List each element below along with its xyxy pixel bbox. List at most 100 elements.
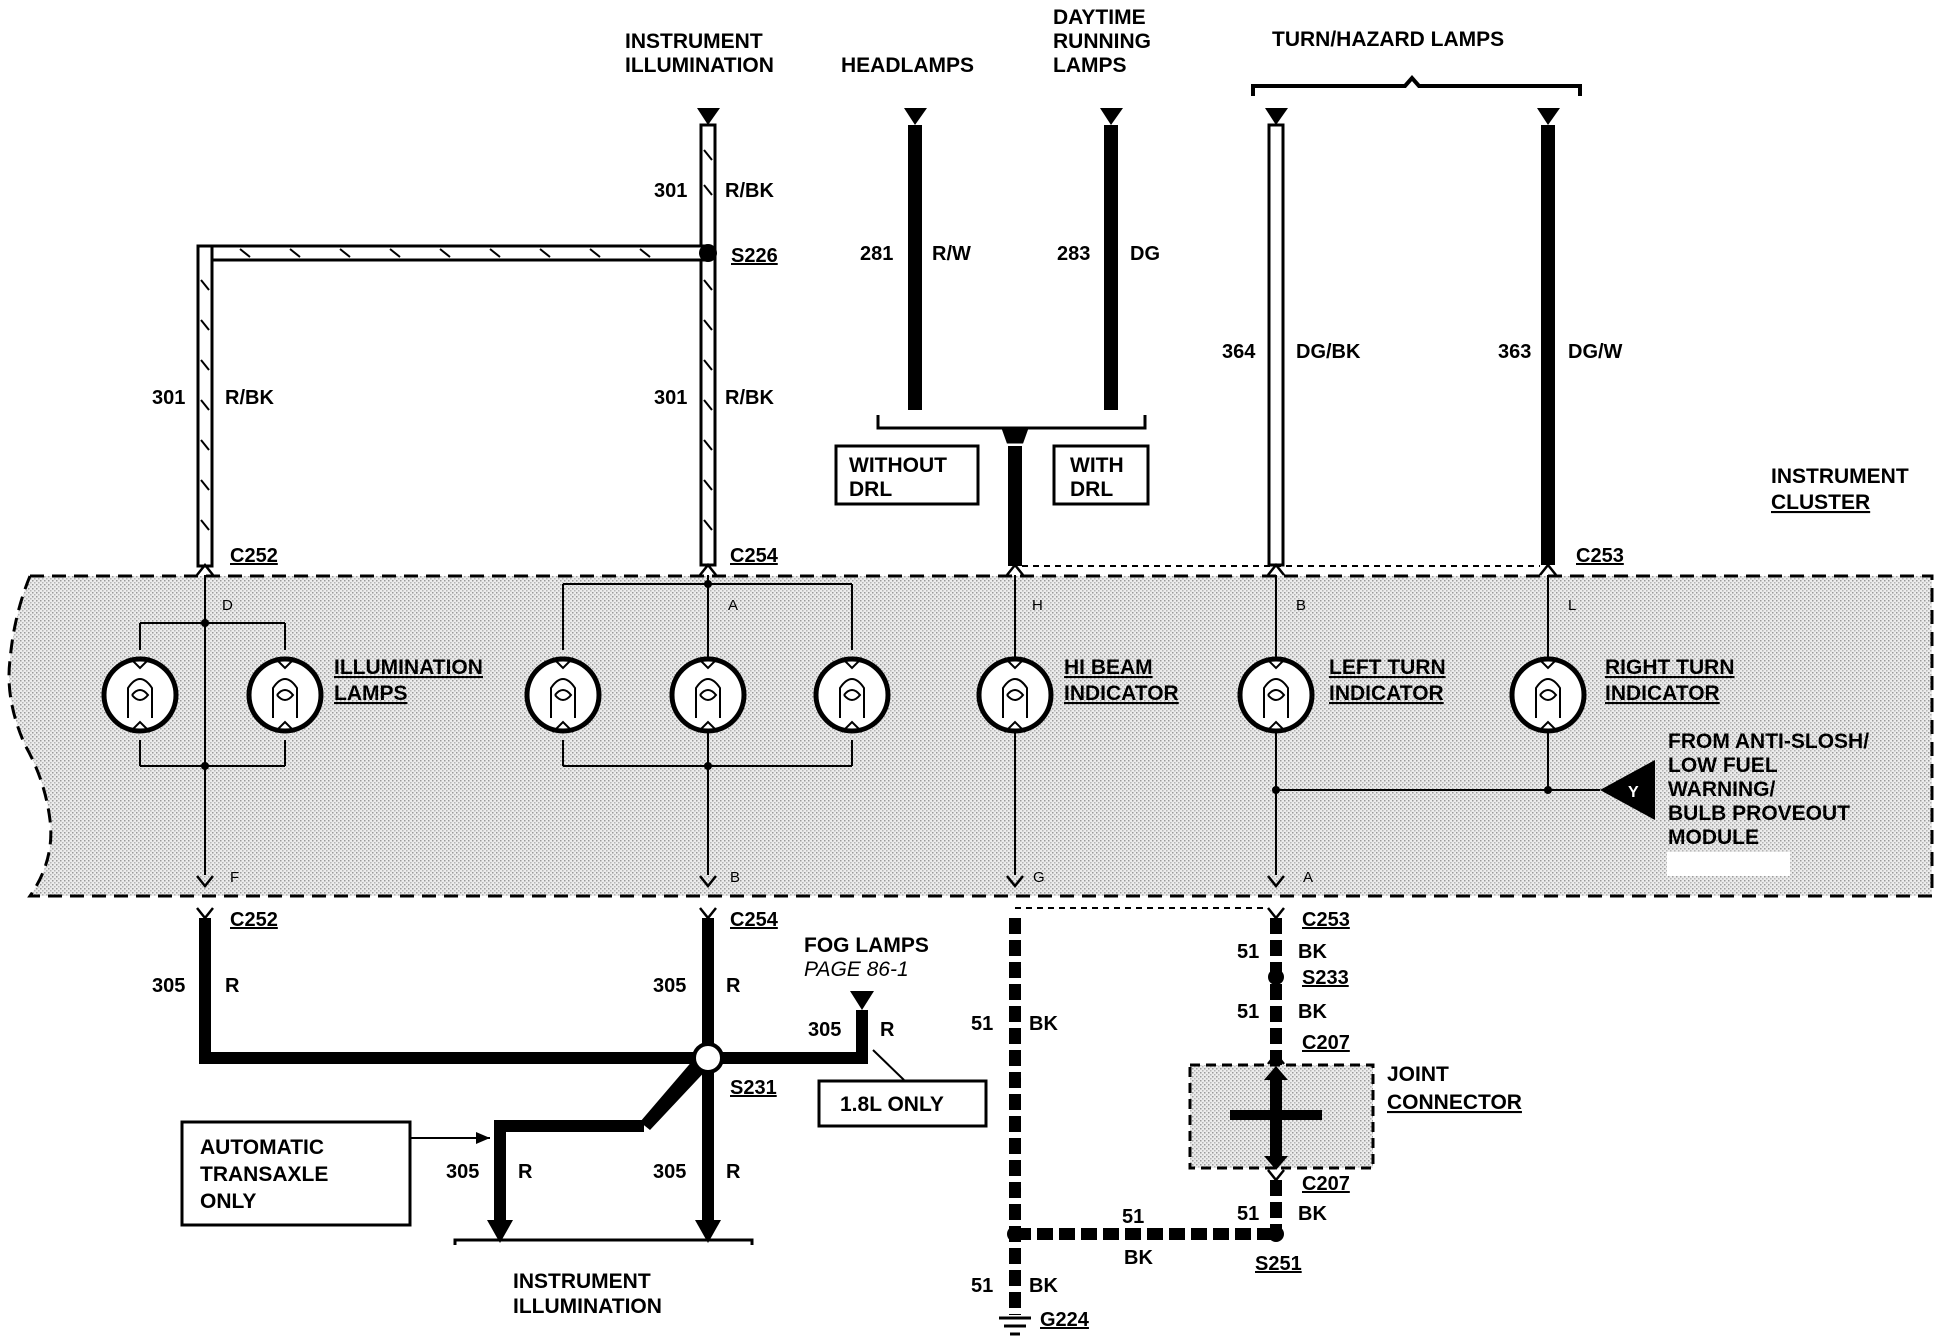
connector-label: C207 [1302,1032,1350,1054]
bulb-illum-4 [669,656,747,734]
wire-num: 281 [860,243,893,265]
wire-color: R/BK [225,387,274,409]
wire-num: 301 [654,180,687,202]
c207-arrows [1267,1051,1285,1183]
module-text-3: WARNING/ [1668,778,1775,801]
module-text-4: BULB PROVEOUT [1668,802,1850,825]
box-with-drl-2: DRL [1070,478,1113,501]
wire-364 [1265,108,1288,567]
wire-color: BK [1298,1203,1327,1225]
box-auto-2: TRANSAXLE [200,1163,328,1186]
box-without-drl-2: DRL [849,478,892,501]
box-without-drl-1: WITHOUT [849,454,947,477]
wire-color: BK [1298,941,1327,963]
wire-num: 51 [1237,1203,1259,1225]
fog-label-1: FOG LAMPS [804,934,929,957]
pin-label: L [1568,597,1576,614]
wire-num: 305 [446,1161,479,1183]
wire-hibeam-feed [1008,446,1022,566]
wire-color: R [880,1019,895,1041]
wire-num: 283 [1057,243,1090,265]
leader-18l [872,1049,905,1081]
wire-color: R [726,1161,741,1183]
joint-label-2: CONNECTOR [1387,1091,1522,1114]
pin-label: A [1303,869,1313,886]
ground-g224 [999,1316,1031,1336]
connector-label: C252 [230,909,278,931]
header-instrument-illum-2: ILLUMINATION [625,54,774,77]
wire-num: 363 [1498,341,1531,363]
splice-label: S231 [730,1077,777,1099]
pin-label: F [230,869,239,886]
wire-num: 305 [152,975,185,997]
wire-num: 301 [152,387,185,409]
wire-num: 301 [654,387,687,409]
pin-label: B [730,869,740,886]
bulb-illum-2 [246,656,324,734]
wire-num: 51 [1237,1001,1259,1023]
connector-label: C253 [1576,545,1624,567]
wire-color: DG/BK [1296,341,1361,363]
connector-label: C252 [230,545,278,567]
pin-label: A [728,597,738,614]
drl-bracket [876,415,1147,444]
module-pin: Y [1628,784,1639,801]
wire-color: R/BK [725,387,774,409]
wire-color: R [518,1161,533,1183]
pin-label: B [1296,597,1306,614]
box-18l-text: 1.8L ONLY [840,1093,944,1116]
header-drl-1: DAYTIME [1053,6,1146,29]
header-drl-2: RUNNING [1053,30,1151,53]
wire-color: BK [1298,1001,1327,1023]
box-auto-3: ONLY [200,1190,256,1213]
lamp-label-left-2: INDICATOR [1329,682,1444,705]
splice-label: S233 [1302,967,1349,989]
ground-label: G224 [1040,1309,1090,1331]
box-18l-only [817,1079,988,1128]
bulb-illum-1 [101,656,179,734]
wire-num: 51 [1237,941,1259,963]
bulb-left-turn [1237,656,1315,734]
wire-301-left [196,244,707,568]
lamp-label-illum-2: LAMPS [334,682,408,705]
bulb-illum-5 [813,656,891,734]
instrument-cluster-region [7,574,1934,898]
header-turn-hazard: TURN/HAZARD LAMPS [1272,28,1504,51]
connector-label: C253 [1302,909,1350,931]
wire-num: 305 [653,975,686,997]
module-text-1: FROM ANTI-SLOSH/ [1668,730,1869,753]
wire-color: DG/W [1568,341,1623,363]
wire-color: R/W [932,243,971,265]
lamp-label-hibeam-2: INDICATOR [1064,682,1179,705]
wire-283 [1100,108,1123,410]
lamp-label-left-1: LEFT TURN [1329,656,1446,679]
wire-color: BK [1029,1275,1058,1297]
wire-num: 364 [1222,341,1256,363]
pin-label: H [1032,597,1043,614]
splice-s251-dot [1268,1226,1284,1242]
fog-label-2: PAGE 86-1 [804,958,909,981]
lamp-label-right-1: RIGHT TURN [1605,656,1735,679]
module-label-mask [1667,852,1790,876]
header-headlamps: HEADLAMPS [841,54,974,77]
bulb-hibeam [976,656,1054,734]
cluster-junction-dots [201,580,1552,794]
splice-s231-dot [692,1042,724,1074]
cluster-title-1: INSTRUMENT [1771,465,1909,488]
connector-label: C207 [1302,1173,1350,1195]
wire-301-center [699,253,717,567]
header-instrument-illum-1: INSTRUMENT [625,30,763,53]
joint-label-1: JOINT [1387,1063,1449,1086]
wire-num: 51 [1122,1206,1144,1228]
connector-label: C254 [730,909,779,931]
module-text-2: LOW FUEL [1668,754,1778,777]
joint-connector-symbol [1230,1066,1322,1170]
wire-num: 51 [971,1013,993,1035]
lamp-label-right-2: INDICATOR [1605,682,1720,705]
box-with-drl [1052,444,1150,506]
connector-label: C254 [730,545,779,567]
wire-color: BK [1029,1013,1058,1035]
box-auto-1: AUTOMATIC [200,1136,324,1159]
splice-s226-dot [699,244,717,262]
wire-281 [904,108,927,410]
